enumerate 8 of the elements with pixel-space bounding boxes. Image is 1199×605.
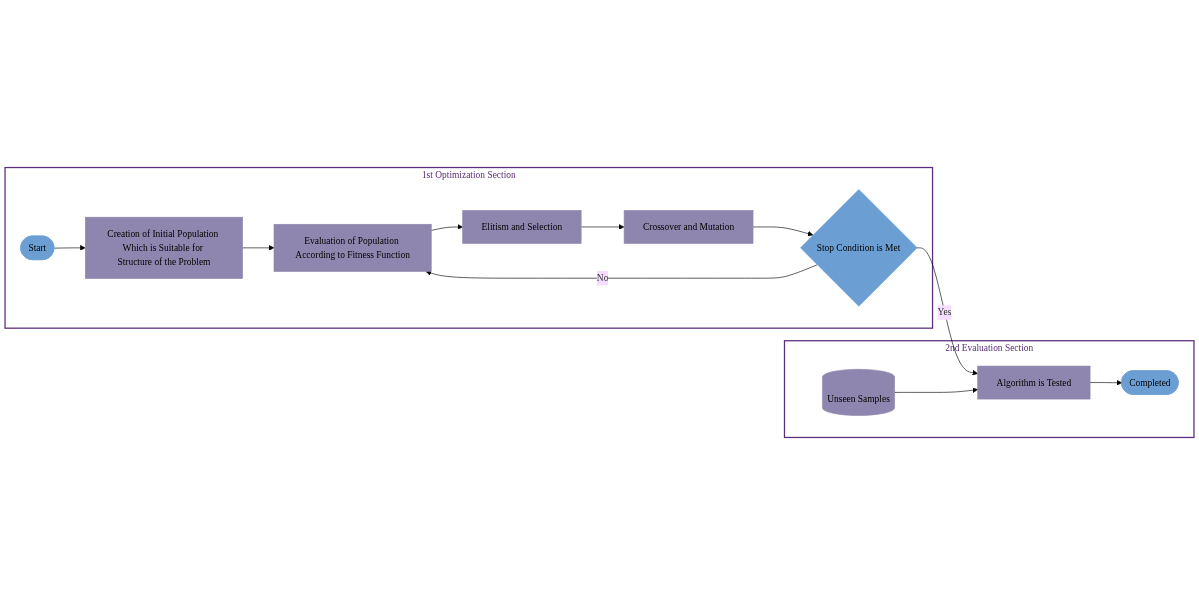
node-box: Evaluation of Population According to Fitness Function [273, 223, 432, 272]
node-box: Crossover and Mutation [623, 210, 754, 244]
node-box: Elitism and Selection [462, 210, 582, 244]
edge-label: Yes [937, 307, 952, 318]
node-box: Creation of Initial Population Which is Suitable for Structure of the Problem [85, 216, 243, 279]
node-box: Algorithm is Tested [977, 365, 1091, 400]
edge-label: No [596, 273, 609, 284]
node-diamond: Stop Condition is Met [800, 189, 918, 307]
